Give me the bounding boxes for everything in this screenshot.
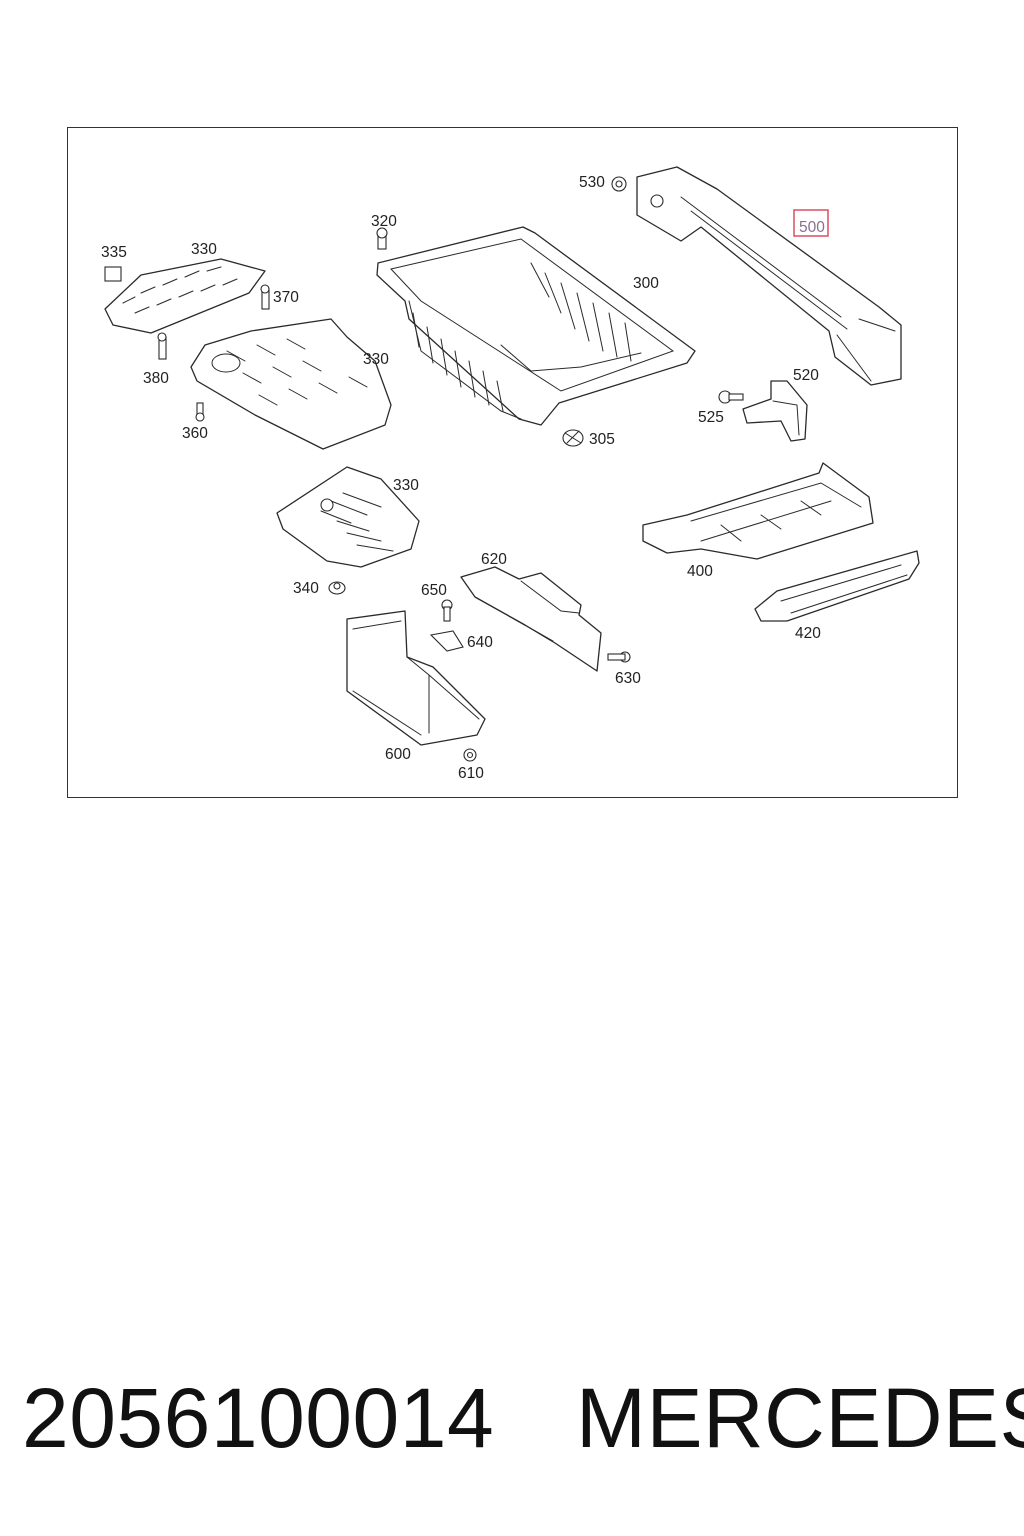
part-300-trunk-tub (376, 226, 696, 426)
part-360-bolt (195, 402, 205, 422)
callout-330-a[interactable]: 330 (191, 241, 217, 258)
callout-340[interactable]: 340 (293, 580, 319, 597)
parts-diagram: 300 305 320 330 330 330 335 340 360 370 … (101, 166, 920, 782)
callout-360[interactable]: 360 (182, 425, 208, 442)
callout-520[interactable]: 520 (793, 367, 819, 384)
part-500-cross-member (636, 166, 902, 386)
callout-650[interactable]: 650 (421, 582, 447, 599)
callout-530[interactable]: 530 (579, 174, 605, 191)
part-340-nut (328, 581, 346, 595)
part-330-cover-c (276, 466, 420, 568)
callout-380[interactable]: 380 (143, 370, 169, 387)
callout-300[interactable]: 300 (633, 275, 659, 292)
callout-640[interactable]: 640 (467, 634, 493, 651)
callout-330-c[interactable]: 330 (393, 477, 419, 494)
part-370-rivet (260, 284, 270, 310)
part-520-bracket (742, 380, 808, 442)
part-320-bolt (376, 227, 388, 250)
part-400-floor-member (642, 462, 874, 560)
callout-620[interactable]: 620 (481, 551, 507, 568)
brand-name: MERCEDES (576, 1371, 1024, 1465)
callout-335[interactable]: 335 (101, 244, 127, 261)
callout-370[interactable]: 370 (273, 289, 299, 306)
callout-600[interactable]: 600 (385, 746, 411, 763)
footer: 2056100014 MERCEDES (0, 1368, 1024, 1468)
part-number: 2056100014 (22, 1371, 495, 1465)
callout-500[interactable]: 500 (799, 219, 825, 236)
callout-420[interactable]: 420 (795, 625, 821, 642)
callout-630[interactable]: 630 (615, 670, 641, 687)
callout-610[interactable]: 610 (458, 765, 484, 782)
part-420-floor-member (754, 550, 920, 622)
callout-525[interactable]: 525 (698, 409, 724, 426)
part-380-rivet (157, 332, 167, 360)
callout-330-b[interactable]: 330 (363, 351, 389, 368)
part-525-bolt (718, 390, 744, 404)
callout-320[interactable]: 320 (371, 213, 397, 230)
part-620-cover-plate (460, 566, 602, 672)
part-640-clip (429, 630, 464, 652)
part-610-nut (463, 748, 477, 762)
part-530-nut (611, 176, 627, 192)
part-330-cover-a (104, 258, 266, 334)
part-600-battery-tray (346, 610, 486, 746)
part-630-bolt (607, 651, 631, 663)
parts-diagram-frame: 300 305 320 330 330 330 335 340 360 370 … (67, 127, 958, 798)
callout-305[interactable]: 305 (589, 431, 615, 448)
callout-500-highlight-box (793, 209, 829, 237)
part-330-cover-b (190, 318, 392, 450)
part-335-clip (104, 266, 122, 282)
part-650-bolt (441, 599, 453, 622)
part-305-grommet (562, 429, 584, 447)
callout-400[interactable]: 400 (687, 563, 713, 580)
